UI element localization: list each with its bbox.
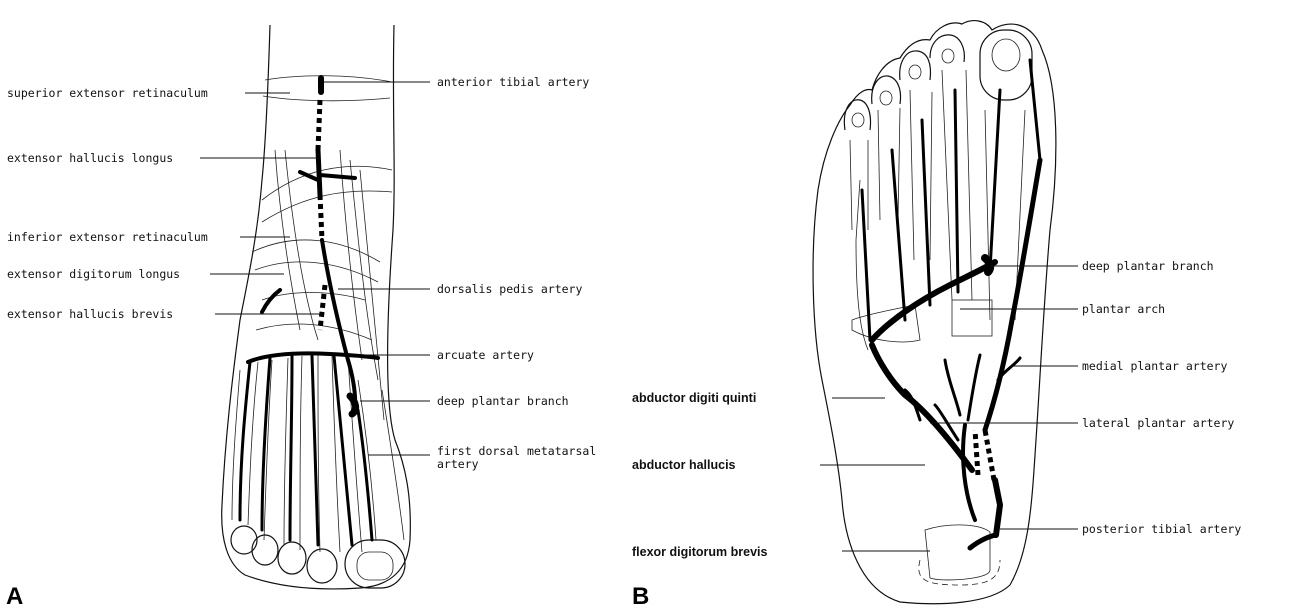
panel-label-a: A bbox=[6, 583, 23, 608]
label-arcuate-artery: arcuate artery bbox=[437, 348, 534, 362]
label-first-dorsal-metatarsal-artery-line2: artery bbox=[437, 457, 479, 471]
label-posterior-tibial-artery: posterior tibial artery bbox=[1082, 522, 1241, 536]
panel-a-leaders bbox=[200, 82, 430, 455]
panel-b-toes bbox=[844, 30, 1032, 130]
heel-pad bbox=[925, 525, 990, 580]
label-dorsalis-pedis-artery: dorsalis pedis artery bbox=[437, 282, 582, 296]
superior-retinaculum-band bbox=[263, 76, 392, 101]
panel-b-foot-outline bbox=[813, 21, 1056, 604]
label-lateral-plantar-artery: lateral plantar artery bbox=[1082, 416, 1234, 430]
panel-b-arteries bbox=[862, 60, 1040, 548]
label-extensor-hallucis-brevis: extensor hallucis brevis bbox=[7, 307, 173, 321]
label-anterior-tibial-artery: anterior tibial artery bbox=[437, 75, 589, 89]
label-extensor-hallucis-longus: extensor hallucis longus bbox=[7, 151, 173, 165]
label-extensor-digitorum-longus: extensor digitorum longus bbox=[7, 267, 180, 281]
panel-label-b: B bbox=[632, 583, 649, 608]
label-superior-extensor-retinaculum: superior extensor retinaculum bbox=[7, 86, 208, 100]
plantar-arch-path bbox=[872, 262, 995, 340]
plantar-digital-arteries bbox=[862, 60, 1040, 340]
label-inferior-extensor-retinaculum: inferior extensor retinaculum bbox=[7, 230, 208, 244]
anterior-tibial-dashed bbox=[318, 100, 320, 150]
posterior-tibial-artery-path bbox=[995, 480, 1000, 535]
label-abductor-hallucis: abductor hallucis bbox=[632, 458, 736, 472]
label-first-dorsal-metatarsal: first dorsal metatarsal bbox=[437, 444, 596, 458]
panel-a-arteries bbox=[240, 78, 378, 545]
panel-a-drawing bbox=[222, 25, 411, 589]
label-plantar-arch: plantar arch bbox=[1082, 302, 1165, 316]
label-abductor-digiti-quinti: abductor digiti quinti bbox=[632, 391, 756, 405]
panel-b-drawing bbox=[813, 21, 1056, 604]
label-flexor-digitorum-brevis: flexor digitorum brevis bbox=[632, 545, 767, 559]
label-deep-plantar-branch-a: deep plantar branch bbox=[437, 394, 569, 408]
label-deep-plantar-branch-b: deep plantar branch bbox=[1082, 259, 1214, 273]
label-medial-plantar-artery: medial plantar artery bbox=[1082, 359, 1227, 373]
